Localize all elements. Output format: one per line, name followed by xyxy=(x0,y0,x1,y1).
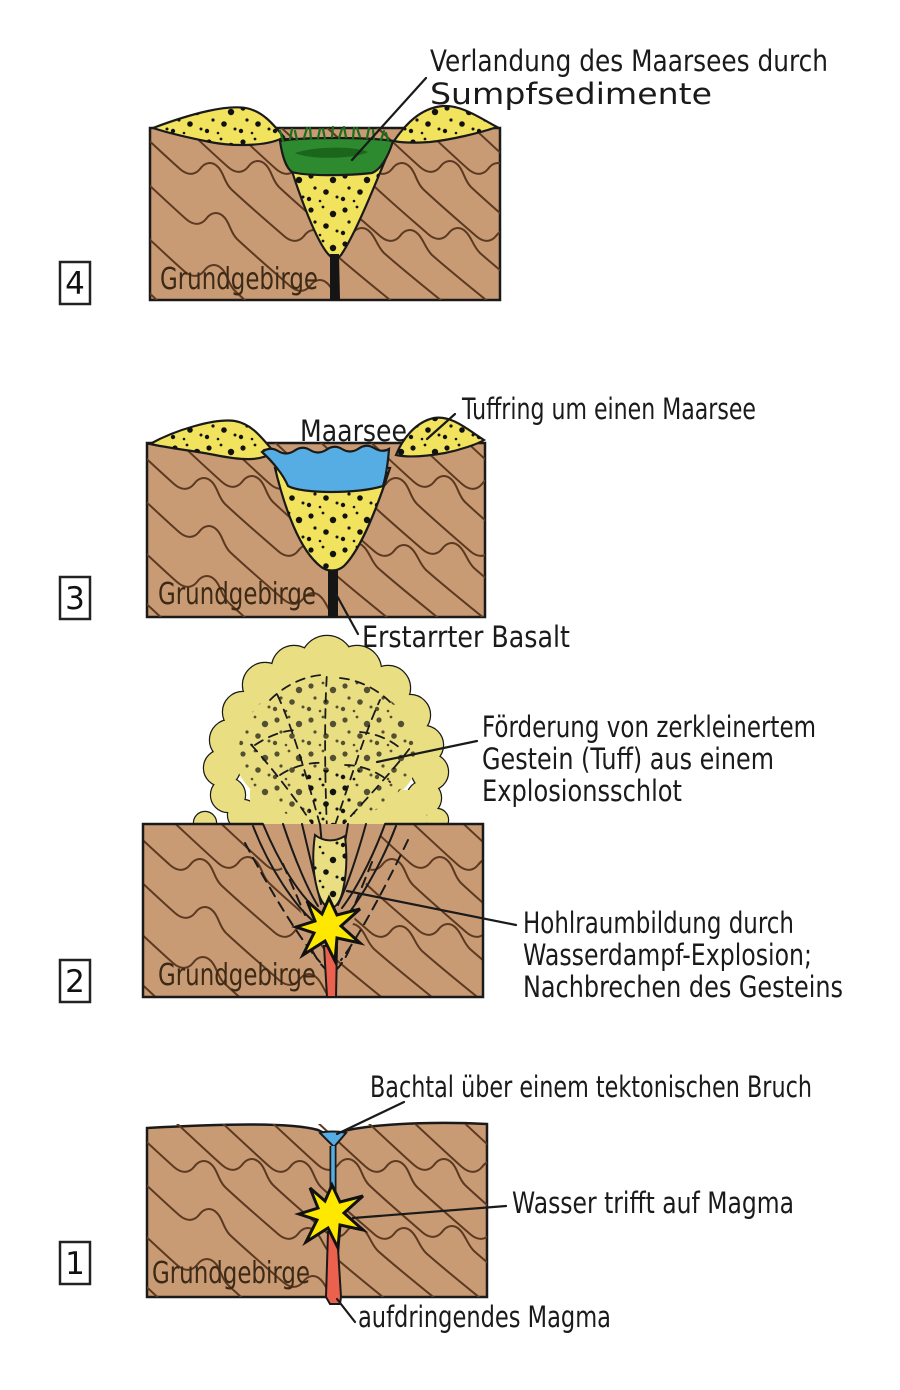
valley-leader xyxy=(335,1100,406,1136)
water-label: Wasser trifft auf Magma xyxy=(512,1186,794,1220)
cavity-annotation-line2: Wasserdampf-Explosion; xyxy=(523,938,812,972)
maar-lake xyxy=(260,444,391,494)
bedrock-outline xyxy=(141,822,485,999)
tuff-annotation-line2: Gestein (Tuff) aus einem xyxy=(482,742,774,776)
stage-number: 3 xyxy=(65,581,85,617)
magma-label: aufdringendes Magma xyxy=(358,1300,611,1334)
bedrock-label: Grundgebirge xyxy=(158,958,316,993)
tuff-annotation-line1: Förderung von zerkleinertem xyxy=(482,710,816,744)
annotation-leader xyxy=(350,76,428,162)
cavity-annotation-line1: Hohlraumbildung durch xyxy=(523,906,794,940)
magma-leader xyxy=(335,1297,357,1324)
tuff-annotation-line3: Explosionsschlot xyxy=(482,774,682,808)
stage-number-box xyxy=(58,575,92,621)
valley-label: Bachtal über einem tektonischen Bruch xyxy=(370,1070,812,1104)
bedrock-label: Grundgebirge xyxy=(152,1256,310,1291)
cavity-annotation-leader xyxy=(345,889,518,927)
stream-valley xyxy=(318,1130,348,1149)
panel-stage-1: Grundgebirge 1 Bachtal über einem tekton… xyxy=(58,1070,812,1334)
tuffring-label: Tuffring um einen Maarsee xyxy=(461,392,756,426)
annotation-line2: Sumpfsedimente xyxy=(430,77,712,111)
water-leader xyxy=(351,1204,508,1220)
basalt-dike xyxy=(330,254,340,300)
basalt-dike xyxy=(328,570,338,617)
tuff-annotation-leader xyxy=(375,739,479,764)
stage-number-box xyxy=(58,260,92,306)
stage-number: 2 xyxy=(65,964,85,1000)
cavity-annotation-line3: Nachbrechen des Gesteins xyxy=(523,970,843,1004)
tuffring-leader xyxy=(425,412,457,441)
panel-stage-2: Grundgebirge 2 Förderung von zerkleinert… xyxy=(58,634,843,1004)
swamp-grass xyxy=(278,125,390,143)
annotation-line1: Verlandung des Maarsees durch xyxy=(430,44,828,78)
basalt-leader xyxy=(334,592,360,636)
swamp-dark-lens xyxy=(295,147,368,158)
panel-stage-4: Grundgebirge 4 Verlandung des Maarsees d… xyxy=(58,44,828,306)
stage-number-box xyxy=(58,958,92,1004)
bedrock-label: Grundgebirge xyxy=(160,262,318,297)
panel-stage-3: Grundgebirge 3 Maarsee Tuffring um einen… xyxy=(58,392,756,654)
stage-number-box xyxy=(58,1240,92,1286)
bedrock-label: Grundgebirge xyxy=(158,577,316,612)
stage-number: 1 xyxy=(65,1246,85,1282)
cloud-streaks xyxy=(239,671,415,840)
basalt-label: Erstarrter Basalt xyxy=(362,620,570,654)
stage-number: 4 xyxy=(65,266,85,302)
lake-label: Maarsee xyxy=(300,414,407,448)
